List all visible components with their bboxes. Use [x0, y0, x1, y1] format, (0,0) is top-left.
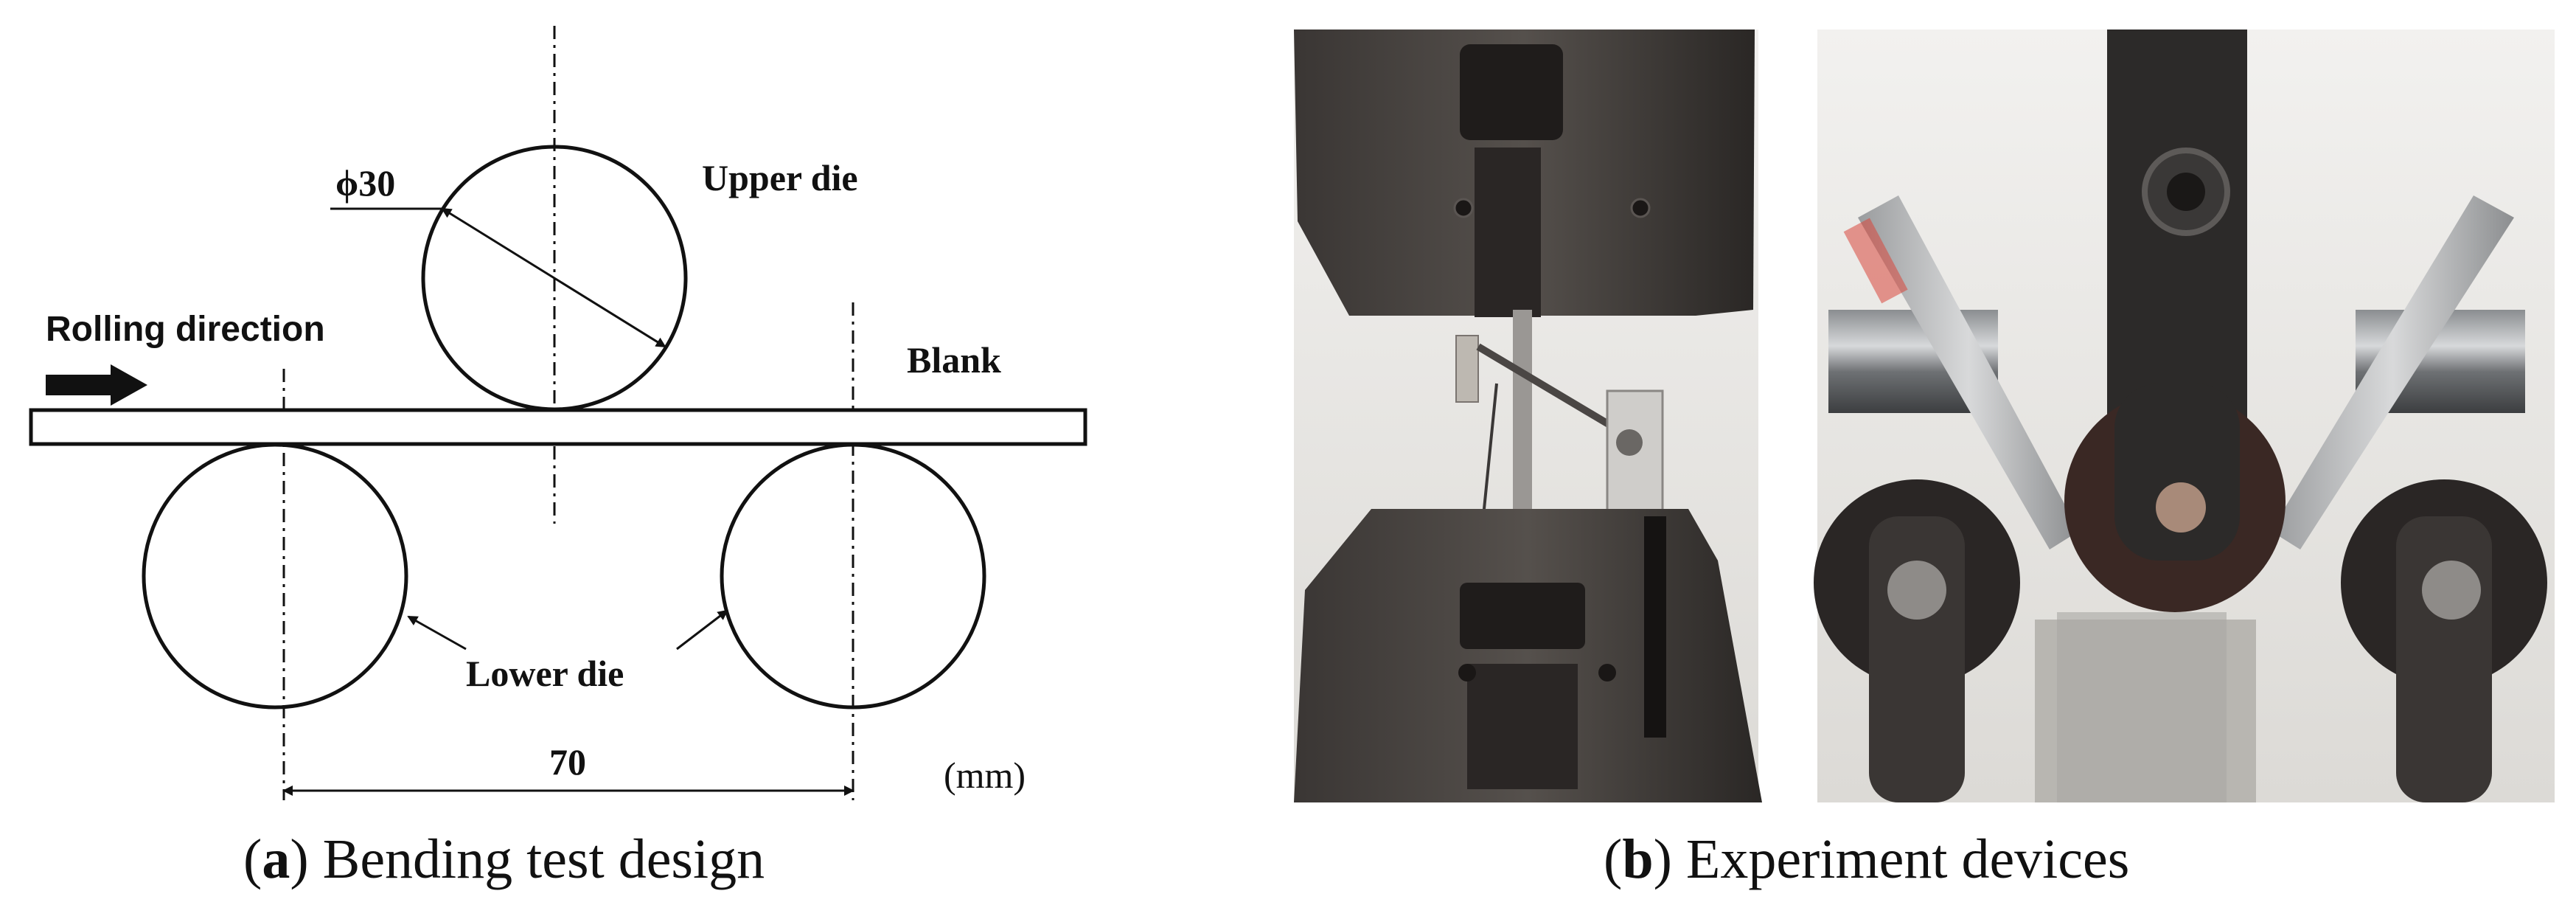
- caption-a: (a) Bending test design: [243, 828, 765, 890]
- bending-test-diagram: ϕ30 Upper die Rolling direction Blank Lo…: [29, 26, 1087, 890]
- span-label: 70: [549, 741, 586, 783]
- specimen-left-wing: [1858, 195, 2079, 549]
- lower-die-leader-left: [407, 615, 467, 651]
- blank-sheet: [29, 408, 1087, 446]
- tensile-machine-photo: [1294, 30, 1762, 802]
- specimen-right-wing: [2271, 195, 2514, 549]
- rolling-direction-label: Rolling direction: [46, 310, 325, 349]
- three-roller-fixture-photo: [1814, 30, 2555, 802]
- diameter-dimension: [441, 207, 666, 348]
- unit-label: (mm): [944, 755, 1026, 796]
- left-lower-die: [142, 443, 408, 710]
- upper-die-label: Upper die: [702, 157, 858, 198]
- caption-b: (b) Experiment devices: [1604, 828, 2129, 890]
- blank-label: Blank: [907, 339, 1001, 381]
- lower-die-leader-right: [676, 609, 728, 651]
- caption-a-text: ) Bending test design: [290, 828, 765, 890]
- caption-a-letter: a: [262, 828, 290, 890]
- rolling-direction-arrow: [46, 364, 147, 406]
- right-lower-die: [720, 443, 986, 710]
- lower-die-label: Lower die: [466, 653, 624, 694]
- diameter-label: ϕ30: [335, 162, 395, 204]
- caption-b-text: ) Experiment devices: [1654, 828, 2130, 890]
- caption-b-letter: b: [1622, 828, 1653, 890]
